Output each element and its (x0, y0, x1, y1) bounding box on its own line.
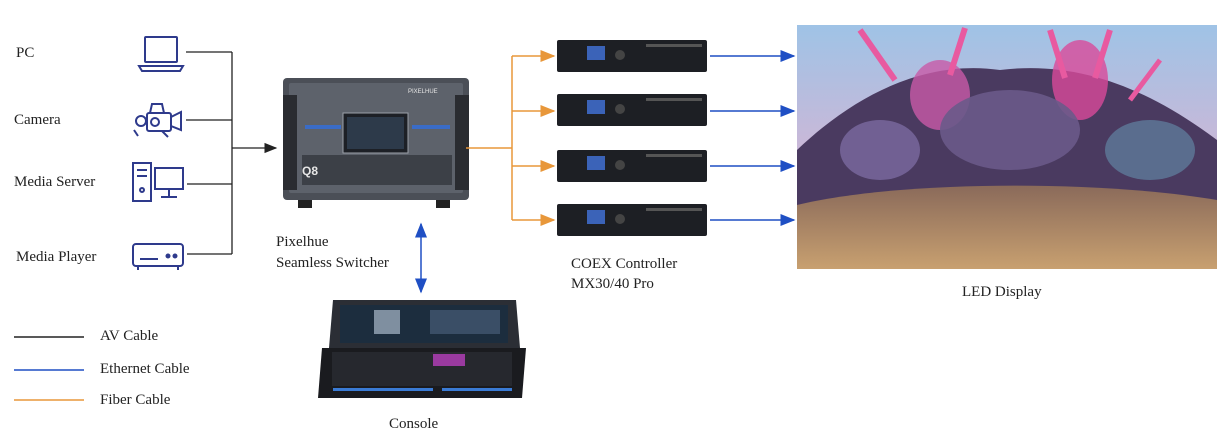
media-player-icon (132, 243, 184, 270)
camera-icon (133, 103, 182, 138)
fiber-cable-bus (466, 50, 556, 226)
controller-name-line1: COEX Controller (571, 256, 677, 272)
controller-name-line2: MX30/40 Pro (571, 276, 654, 292)
legend-label-ethernet: Ethernet Cable (100, 361, 190, 377)
console-device (318, 300, 526, 398)
switcher-name-line1: Pixelhue (276, 234, 329, 250)
legend: AV Cable Ethernet Cable Fiber Cable (14, 328, 190, 408)
source-label-pc: PC (16, 45, 34, 61)
laptop-icon (137, 36, 185, 72)
switcher-brand-text: PIXELHUE (408, 89, 438, 95)
seamless-switcher-device: Q8 PIXELHUE (283, 78, 469, 208)
led-display-label: LED Display (962, 284, 1042, 300)
av-cable-bus (186, 51, 278, 255)
switcher-model-text: Q8 (302, 164, 318, 178)
legend-label-av: AV Cable (100, 328, 159, 344)
source-label-media-player: Media Player (16, 249, 96, 265)
server-icon (132, 162, 184, 202)
led-display-image (797, 25, 1217, 269)
controller-unit-2 (557, 94, 707, 126)
legend-label-fiber: Fiber Cable (100, 392, 171, 408)
controller-unit-4 (557, 204, 707, 236)
ethernet-cables-display (710, 50, 796, 226)
controller-unit-3 (557, 150, 707, 182)
source-label-media-server: Media Server (14, 174, 95, 190)
switcher-name-line2: Seamless Switcher (276, 255, 389, 271)
controller-unit-1 (557, 40, 707, 72)
console-label: Console (389, 416, 439, 432)
source-label-camera: Camera (14, 112, 61, 128)
